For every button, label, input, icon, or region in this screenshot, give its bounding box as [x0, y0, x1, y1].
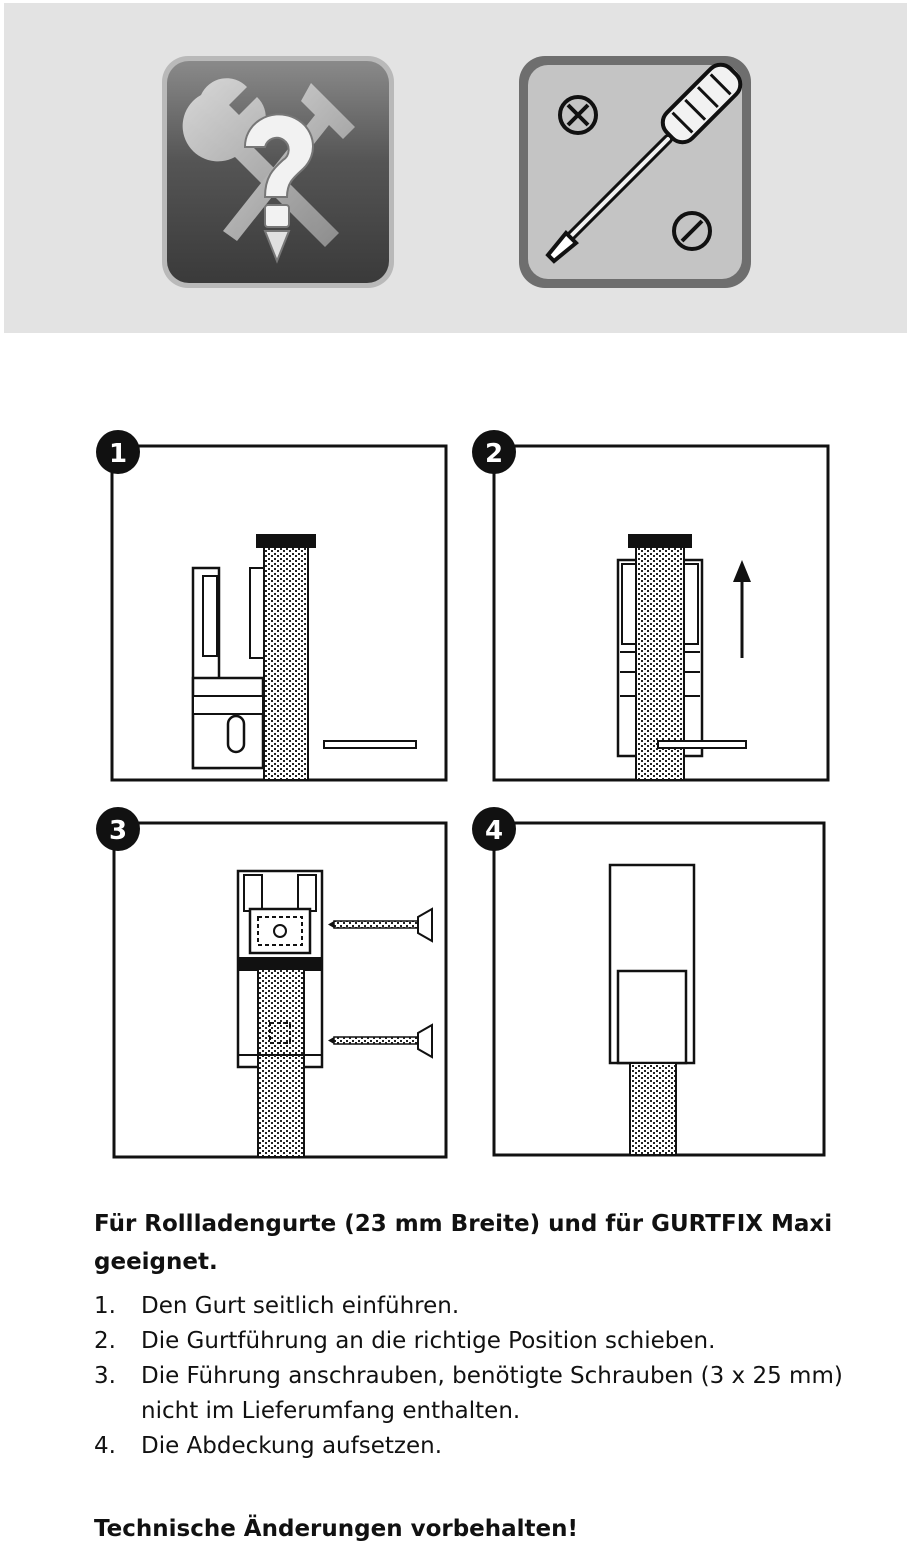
- step-2-diagram: 2: [470, 428, 832, 783]
- instruction-item: 4. Die Abdeckung aufsetzen.: [94, 1429, 854, 1464]
- instruction-item: 3. Die Führung anschrauben, benötigte Sc…: [94, 1359, 854, 1429]
- step-1-badge: 1: [109, 439, 127, 469]
- screwdriver-icon: [518, 55, 752, 289]
- instructions-block: Für Rollladengurte (23 mm Breite) und fü…: [94, 1205, 854, 1464]
- step-1-diagram: 1: [88, 428, 450, 783]
- intro-heading: Für Rollladengurte (23 mm Breite) und fü…: [94, 1211, 833, 1275]
- instruction-text: Die Führung anschrauben, benötigte Schra…: [141, 1363, 843, 1424]
- instruction-number: 2.: [94, 1328, 116, 1354]
- instruction-list: 1. Den Gurt seitlich einführen. 2. Die G…: [94, 1289, 854, 1464]
- step-3-badge: 3: [109, 816, 127, 846]
- instruction-text: Die Abdeckung aufsetzen.: [141, 1433, 442, 1459]
- step-4-badge: 4: [485, 816, 503, 846]
- header-band: [4, 3, 907, 333]
- step-4-diagram: 4: [470, 805, 832, 1160]
- step-2-badge: 2: [485, 439, 503, 469]
- instruction-number: 3.: [94, 1363, 116, 1389]
- instruction-number: 4.: [94, 1433, 116, 1459]
- step-3-diagram: 3: [88, 805, 450, 1160]
- instruction-text: Den Gurt seitlich einführen.: [141, 1293, 460, 1319]
- instruction-item: 2. Die Gurtführung an die richtige Posit…: [94, 1324, 854, 1359]
- technical-note: Technische Änderungen vorbehalten!: [94, 1516, 579, 1542]
- screw-bottom: [328, 1023, 433, 1059]
- instruction-number: 1.: [94, 1293, 116, 1319]
- instruction-item: 1. Den Gurt seitlich einführen.: [94, 1289, 854, 1324]
- instruction-text: Die Gurtführung an die richtige Position…: [141, 1328, 716, 1354]
- screw-top: [328, 907, 433, 943]
- tools-question-icon: [161, 55, 395, 289]
